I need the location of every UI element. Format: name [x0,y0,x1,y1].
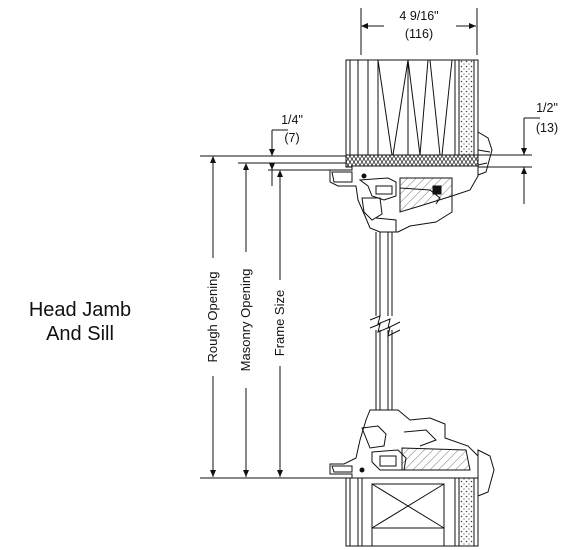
glass-pane [369,232,401,410]
head-wall-section [345,59,493,176]
left-gap-mm-label: (7) [284,131,299,145]
diagram-title: Head Jamb And Sill [22,298,138,346]
right-gap-inches-label: 1/2" [536,101,558,115]
width-mm-label: (116) [405,27,433,41]
sill-wall-section [345,477,479,547]
title-line-2: And Sill [46,323,114,345]
width-inches-label: 4 9/16" [399,9,438,23]
left-gap-inches-label: 1/4" [281,113,303,127]
width-dimension: 4 9/16" (116) [360,8,478,55]
title-line-1: Head Jamb [28,299,132,321]
masonry-opening-label: Masonry Opening [238,269,253,372]
right-gap-dimension [478,117,540,204]
frame-size-label: Frame Size [272,290,287,356]
head-frame-profile [329,165,479,233]
sill-frame-profile [329,409,495,497]
right-gap-mm-label: (13) [536,121,558,135]
left-gap-dimension [200,129,346,186]
rough-opening-label: Rough Opening [205,271,220,362]
